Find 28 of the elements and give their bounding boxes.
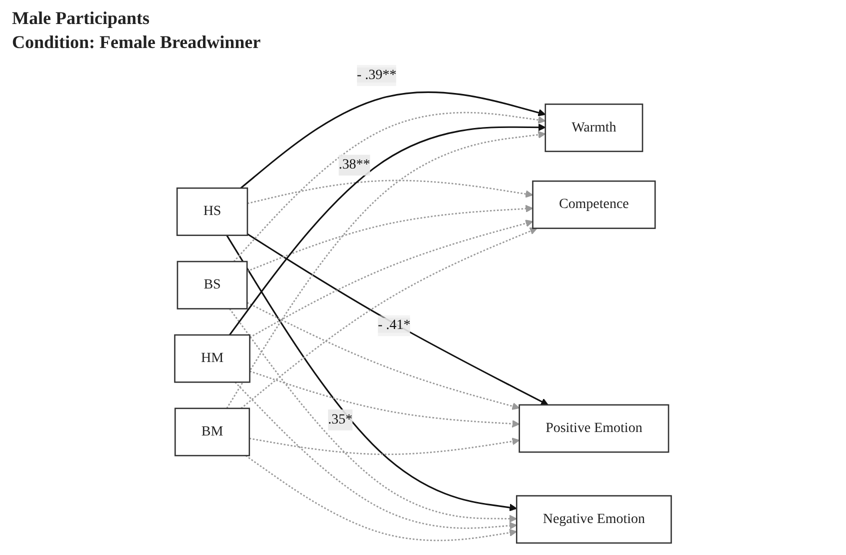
arrow: [240, 91, 546, 189]
condition-label: Condition: Female Breadwinner: [12, 31, 261, 54]
arrow: [226, 130, 546, 409]
node-box: Competence: [532, 180, 656, 229]
diagram-title: Male Participants: [12, 7, 150, 30]
edge-label: - .39**: [356, 68, 397, 82]
node-box: HS: [176, 187, 248, 236]
arrow: [247, 180, 534, 204]
node-box: Positive Emotion: [518, 404, 670, 453]
node-box: BM: [174, 408, 250, 456]
arrow: [233, 112, 546, 262]
arrow: [249, 438, 520, 456]
node-box: BS: [176, 260, 248, 310]
arrow: [226, 234, 517, 512]
arrow: [250, 370, 520, 428]
node-box: Warmth: [544, 104, 644, 152]
edge-label: - .41*: [378, 318, 410, 333]
node-box: Negative Emotion: [516, 495, 672, 544]
arrow: [229, 308, 517, 523]
node-box: HM: [174, 334, 250, 383]
arrow: [228, 124, 546, 336]
arrow: [234, 382, 517, 530]
arrow: [249, 220, 534, 338]
arrow: [246, 204, 534, 272]
edge-label: .38**: [338, 157, 370, 172]
arrow: [245, 455, 517, 542]
arrow: [246, 302, 520, 410]
edge-label: .35*: [328, 412, 353, 427]
